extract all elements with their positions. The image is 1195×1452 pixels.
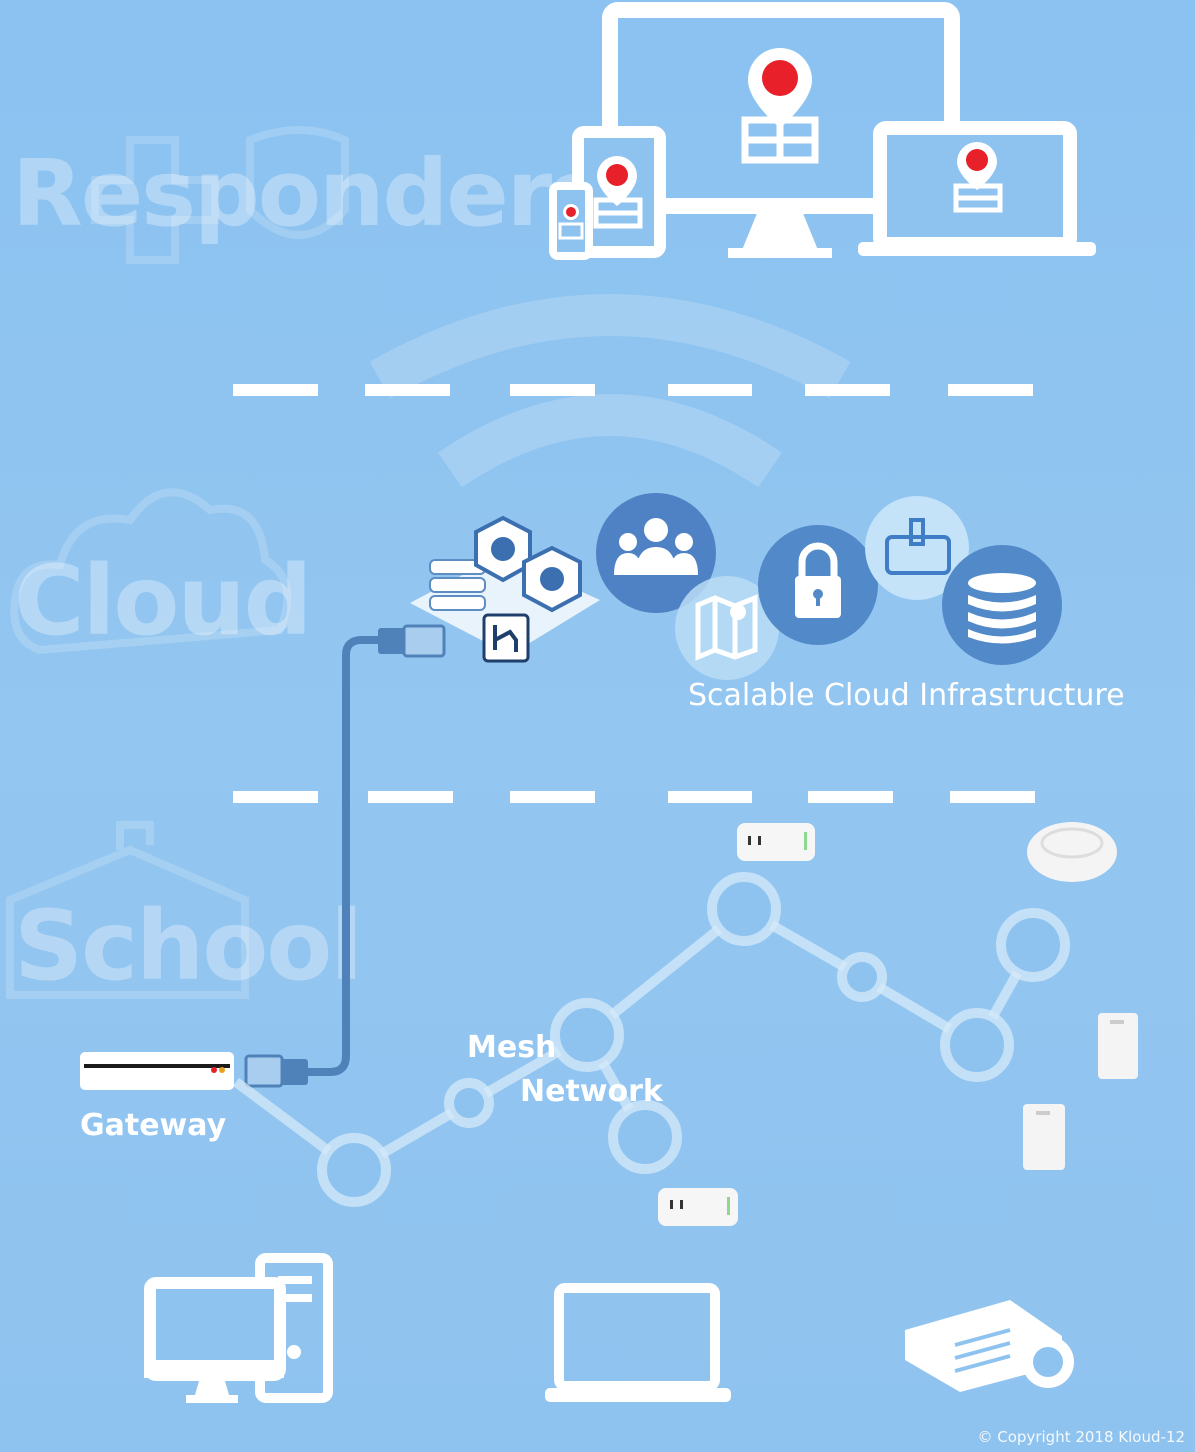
smart-plug-icon <box>658 1188 738 1226</box>
laptop-icon <box>545 1283 731 1402</box>
mesh-network-caption-line2: Network <box>520 1074 663 1109</box>
badge-icon <box>865 496 969 600</box>
lock-icon <box>758 525 878 645</box>
database-icon <box>942 545 1062 665</box>
smart-plug-icon <box>737 823 815 861</box>
cloud-infrastructure-caption: Scalable Cloud Infrastructure <box>688 678 1125 713</box>
faded-wifi-arc-small <box>438 394 782 488</box>
wall-sensor-icon <box>1098 1013 1138 1079</box>
desktop-computer-icon <box>144 1253 333 1403</box>
cloud-services <box>410 493 1062 680</box>
phone-icon <box>549 182 593 260</box>
zone-label-cloud: Cloud <box>14 545 312 657</box>
users-icon <box>596 493 716 613</box>
copyright-notice: © Copyright 2018 Kloud-12 <box>977 1428 1185 1446</box>
faded-star-of-life-icon <box>91 136 219 264</box>
map-pin-icon <box>741 48 819 164</box>
responder-devices <box>549 2 1096 260</box>
mesh-network-caption-line1: Mesh <box>467 1030 557 1065</box>
faded-wifi-arc-large <box>369 294 851 399</box>
gateway-device-icon <box>80 1052 234 1090</box>
faded-cloud-icon <box>10 488 292 655</box>
map-pin-icon <box>558 204 584 240</box>
faded-decorations <box>6 126 851 999</box>
zone-label-responders: Responders <box>12 140 605 247</box>
zone-label-school: School <box>14 890 363 1002</box>
wall-sensor-icon <box>1023 1104 1065 1170</box>
server-stack-icon <box>410 515 600 663</box>
gateway-caption: Gateway <box>80 1108 227 1143</box>
map-pin-icon <box>593 156 643 229</box>
faded-badge-icon <box>246 126 349 239</box>
mesh-network <box>233 872 1070 1207</box>
ethernet-cable <box>244 624 446 1088</box>
map-icon <box>675 576 779 680</box>
map-pin-icon <box>953 142 1003 213</box>
projector-icon <box>905 1300 1074 1392</box>
monitor-icon <box>602 2 960 258</box>
faded-school-icon <box>6 821 249 999</box>
smoke-detector-icon <box>1027 822 1117 882</box>
